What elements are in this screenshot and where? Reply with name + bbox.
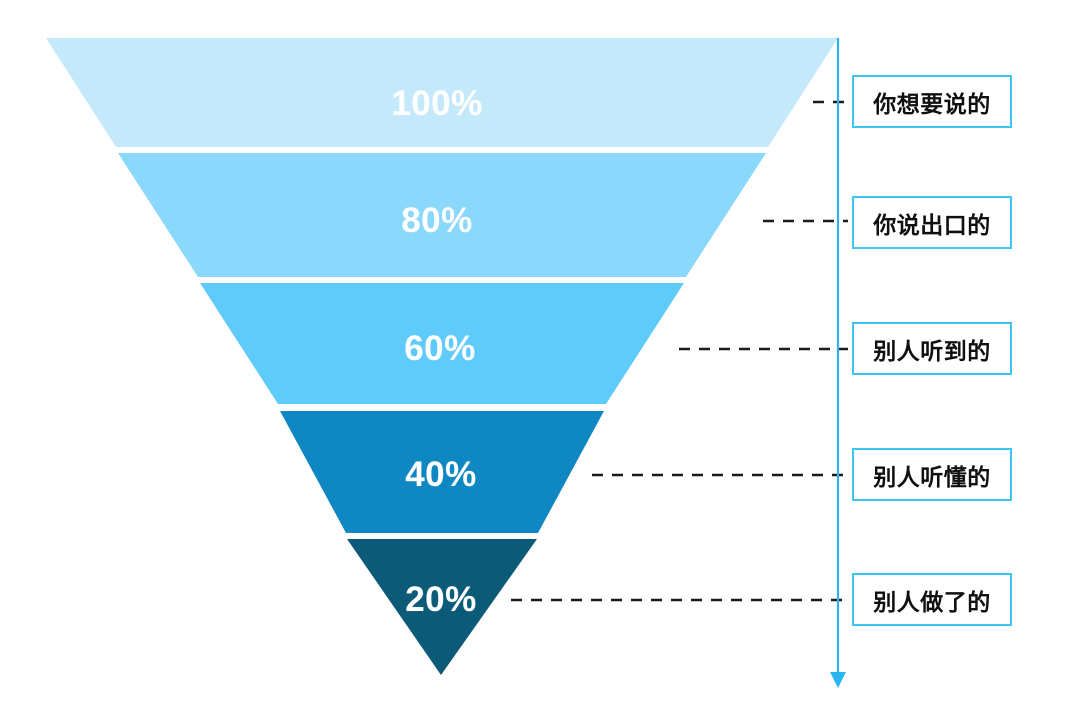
- funnel-segment-4[interactable]: [280, 411, 604, 533]
- stage-label-box-4[interactable]: 别人听懂的: [852, 448, 1012, 501]
- stage-label-box-2[interactable]: 你说出口的: [852, 196, 1012, 249]
- funnel-segment-5[interactable]: [347, 539, 537, 675]
- stage-label-box-3[interactable]: 别人听到的: [852, 322, 1012, 375]
- stage-label-box-1[interactable]: 你想要说的: [852, 75, 1012, 128]
- funnel-segment-2[interactable]: [118, 153, 766, 277]
- stage-label-text-3: 别人听到的: [873, 337, 991, 364]
- stage-label-text-5: 别人做了的: [873, 588, 991, 615]
- stage-label-text-1: 你想要说的: [873, 90, 991, 117]
- stage-label-box-5[interactable]: 别人做了的: [852, 573, 1012, 626]
- stage-label-text-2: 你说出口的: [873, 211, 991, 238]
- stage-label-text-4: 别人听懂的: [873, 463, 991, 490]
- funnel-segment-1[interactable]: [46, 38, 838, 147]
- funnel-segment-3[interactable]: [200, 283, 684, 404]
- progression-arrow-head-icon: [830, 672, 846, 688]
